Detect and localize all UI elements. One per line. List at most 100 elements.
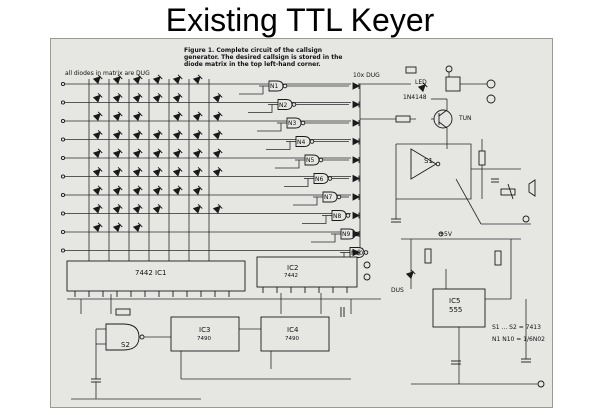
row-terminal: [60, 118, 66, 124]
diode-body: [172, 168, 181, 177]
diode-bar: [177, 92, 183, 98]
cap-diag: [455, 178, 482, 225]
led-diode: [417, 82, 428, 93]
schmitt-s1-body: [410, 148, 437, 180]
dus-diode: [405, 269, 416, 280]
switch-s1-label: S1: [424, 157, 433, 165]
matrix-diode: [92, 92, 103, 103]
matrix-diode: [152, 92, 163, 103]
diode-bar: [217, 129, 223, 135]
transistor-emitter: [438, 121, 448, 129]
diode-body: [152, 150, 161, 159]
matrix-diode: [132, 203, 143, 214]
ic5-label: IC5: [449, 297, 461, 305]
diode-bar: [97, 166, 103, 172]
matrix-diode: [172, 148, 183, 159]
diode-body: [132, 168, 141, 177]
s1-frame: [395, 143, 472, 200]
ic5-body: [432, 288, 486, 328]
diode-bar: [117, 166, 123, 172]
diode-body: [192, 113, 201, 122]
diode-body: [192, 168, 201, 177]
diode-body: [132, 94, 141, 103]
gate-label: N6: [315, 175, 324, 183]
nand-gate: [286, 117, 306, 129]
diode-bar: [197, 166, 203, 172]
diode-bar: [197, 129, 203, 135]
matrix-diode: [112, 111, 123, 122]
diode-bar: [137, 222, 143, 228]
bank-diode: [352, 174, 361, 183]
matrix-diode: [112, 148, 123, 159]
diode-body: [132, 76, 141, 85]
diode-body: [212, 168, 221, 177]
matrix-diode: [172, 111, 183, 122]
ic3-body: [170, 316, 240, 352]
diode-bar: [137, 92, 143, 98]
schmitt-s1-bubble: [435, 161, 441, 167]
diode-bar: [157, 148, 163, 154]
matrix-diode: [152, 166, 163, 177]
matrix-diode: [92, 185, 103, 196]
bank-diode: [352, 100, 361, 109]
gate-bubble: [309, 139, 315, 144]
diode-body: [112, 150, 121, 159]
matrix-diode: [92, 129, 103, 140]
diode-body: [212, 113, 221, 122]
ic4-body: [260, 316, 330, 352]
bank-diode: [352, 248, 361, 257]
diode-body: [352, 174, 361, 183]
diode-bar: [97, 148, 103, 154]
transistor-label: TUN: [459, 115, 472, 122]
matrix-diode: [192, 185, 203, 196]
led-label: LED: [415, 79, 427, 86]
diode-body: [212, 94, 221, 103]
speaker-icon: [528, 179, 536, 197]
matrix-diode: [112, 74, 123, 85]
diode-bar: [117, 129, 123, 135]
diode-bar: [117, 203, 123, 209]
diode-bar: [97, 111, 103, 117]
diode-bar: [157, 203, 163, 209]
matrix-diode: [192, 203, 203, 214]
nand-gate: [304, 154, 324, 166]
diode-bar: [117, 148, 123, 154]
diode-body: [417, 84, 426, 93]
diode-body: [152, 94, 161, 103]
bank-diode: [352, 230, 361, 238]
diode-bar: [157, 74, 163, 80]
diode-body: [112, 76, 121, 85]
diode-body: [92, 113, 101, 122]
terminal: [363, 273, 371, 281]
gate-bubble: [327, 176, 333, 181]
bank-diode: [352, 137, 361, 146]
diode-body: [212, 131, 221, 140]
matrix-diode: [92, 166, 103, 177]
diode-bar: [197, 74, 203, 80]
row-terminal: [60, 137, 66, 142]
ground-terminal: [537, 380, 545, 388]
diode-bar: [97, 185, 103, 191]
matrix-diode: [172, 185, 183, 196]
diode-bar: [117, 222, 123, 228]
diode-bar: [117, 185, 123, 191]
diode-body: [112, 131, 121, 140]
gate-bubble: [300, 120, 306, 126]
matrix-note: all diodes in matrix are DUG: [65, 70, 150, 77]
diode-body: [212, 205, 221, 214]
diode-bar: [217, 92, 223, 98]
transistor-collector: [438, 109, 448, 117]
s2-resistor: [115, 308, 131, 316]
diode-body: [132, 131, 141, 140]
matrix-diode: [172, 129, 183, 140]
matrix-diode: [132, 111, 143, 122]
matrix-diode: [92, 203, 103, 214]
diode-bar: [137, 203, 143, 209]
dus-label: DUS: [391, 287, 404, 294]
diode-bar: [197, 203, 203, 209]
bank-diode: [352, 211, 361, 220]
nand-gate: [268, 80, 288, 92]
figure-caption-line2: generator. The desired callsign is store…: [184, 54, 343, 61]
diode-bar: [177, 74, 183, 80]
diode-body: [192, 187, 201, 196]
